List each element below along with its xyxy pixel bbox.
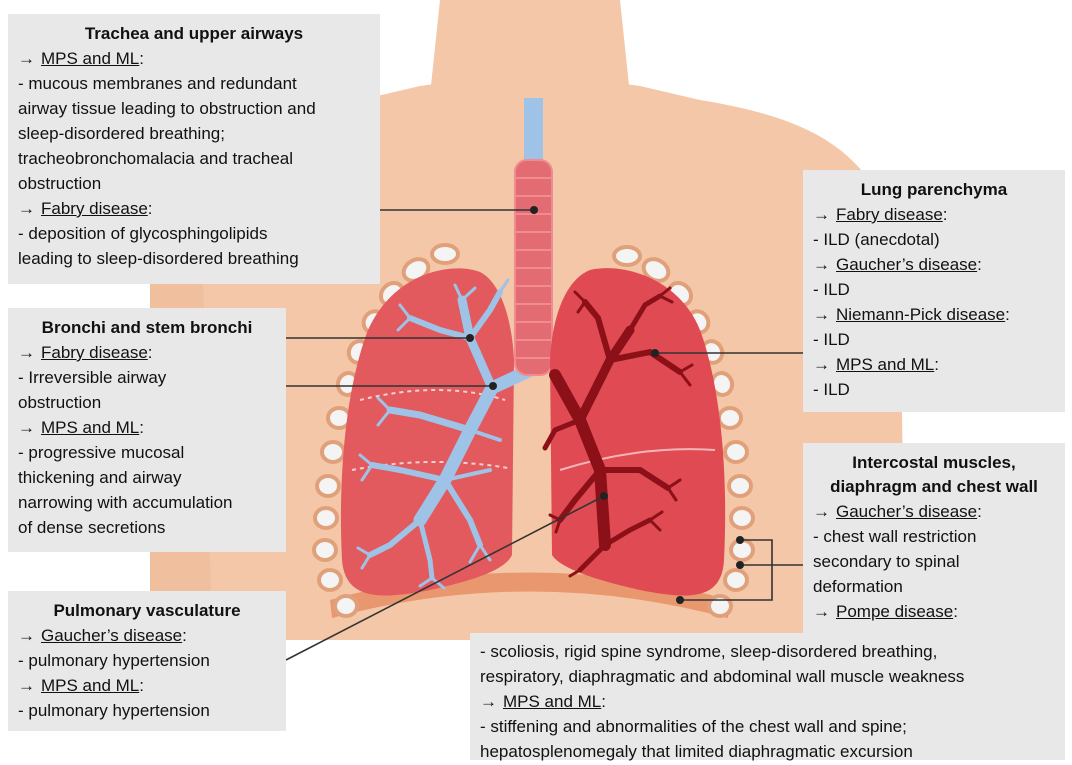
box-title: Bronchi and stem bronchi: [18, 316, 276, 340]
disease-heading: →Pompe disease:: [813, 599, 1055, 624]
description-line: - ILD: [813, 277, 1055, 302]
disease-heading: →Fabry disease:: [18, 196, 370, 221]
description-line: - pulmonary hypertension: [18, 648, 276, 673]
arrow-icon: →: [18, 673, 35, 698]
arrow-icon: →: [813, 202, 830, 227]
description-line: hepatosplenomegaly that limited diaphrag…: [480, 739, 1055, 764]
disease-heading: →Niemann-Pick disease:: [813, 302, 1055, 327]
description-line: - scoliosis, rigid spine syndrome, sleep…: [480, 639, 1055, 664]
arrow-icon: →: [18, 340, 35, 365]
lung-parenchyma-box: Lung parenchyma →Fabry disease: - ILD (a…: [803, 170, 1065, 412]
description-line: - ILD: [813, 327, 1055, 352]
description-line: respiratory, diaphragmatic and abdominal…: [480, 664, 1055, 689]
description-line: - stiffening and abnormalities of the ch…: [480, 714, 1055, 739]
box-title: diaphragm and chest wall: [813, 475, 1055, 499]
arrow-icon: →: [813, 352, 830, 377]
description-line: sleep-disordered breathing;: [18, 121, 370, 146]
description-line: - ILD (anecdotal): [813, 227, 1055, 252]
pulmonary-vasculature-box: Pulmonary vasculature →Gaucher’s disease…: [8, 591, 286, 731]
trachea-upper: [524, 98, 543, 160]
disease-heading: →Fabry disease:: [18, 340, 276, 365]
description-line: - ILD: [813, 377, 1055, 402]
arrow-icon: →: [813, 252, 830, 277]
description-line: narrowing with accumulation: [18, 490, 276, 515]
chest-wall-box-extension: - scoliosis, rigid spine syndrome, sleep…: [470, 633, 1065, 760]
bronchi-box: Bronchi and stem bronchi →Fabry disease:…: [8, 308, 286, 552]
box-title: Trachea and upper airways: [18, 22, 370, 46]
arrow-icon: →: [813, 499, 830, 524]
disease-heading: →Gaucher’s disease:: [813, 499, 1055, 524]
description-line: - Irreversible airway: [18, 365, 276, 390]
arrow-icon: →: [18, 46, 35, 71]
arrow-icon: →: [813, 302, 830, 327]
neck: [430, 0, 630, 95]
description-line: - progressive mucosal: [18, 440, 276, 465]
disease-heading: →MPS and ML:: [18, 415, 276, 440]
trachea-upper-airways-box: Trachea and upper airways →MPS and ML: -…: [8, 14, 380, 284]
description-line: tracheobronchomalacia and tracheal: [18, 146, 370, 171]
box-title: Intercostal muscles,: [813, 451, 1055, 475]
disease-heading: →MPS and ML:: [18, 673, 276, 698]
description-line: leading to sleep-disordered breathing: [18, 246, 370, 271]
description-line: obstruction: [18, 171, 370, 196]
description-line: - deposition of glycosphingolipids: [18, 221, 370, 246]
description-line: secondary to spinal: [813, 549, 1055, 574]
description-line: obstruction: [18, 390, 276, 415]
description-line: of dense secretions: [18, 515, 276, 540]
arrow-icon: →: [480, 689, 497, 714]
disease-heading: →Fabry disease:: [813, 202, 1055, 227]
description-line: - mucous membranes and redundant: [18, 71, 370, 96]
disease-heading: →Gaucher’s disease:: [813, 252, 1055, 277]
arrow-icon: →: [18, 196, 35, 221]
chest-wall-box: Intercostal muscles, diaphragm and chest…: [803, 443, 1065, 633]
arrow-icon: →: [18, 415, 35, 440]
description-line: - chest wall restriction: [813, 524, 1055, 549]
disease-heading: →MPS and ML:: [480, 689, 1055, 714]
disease-heading: →MPS and ML:: [18, 46, 370, 71]
box-title: Lung parenchyma: [813, 178, 1055, 202]
trachea: [515, 160, 552, 375]
box-title: Pulmonary vasculature: [18, 599, 276, 623]
arrow-icon: →: [813, 599, 830, 624]
description-line: airway tissue leading to obstruction and: [18, 96, 370, 121]
disease-heading: →MPS and ML:: [813, 352, 1055, 377]
description-line: - pulmonary hypertension: [18, 698, 276, 723]
disease-heading: →Gaucher’s disease:: [18, 623, 276, 648]
arrow-icon: →: [18, 623, 35, 648]
description-line: thickening and airway: [18, 465, 276, 490]
description-line: deformation: [813, 574, 1055, 599]
